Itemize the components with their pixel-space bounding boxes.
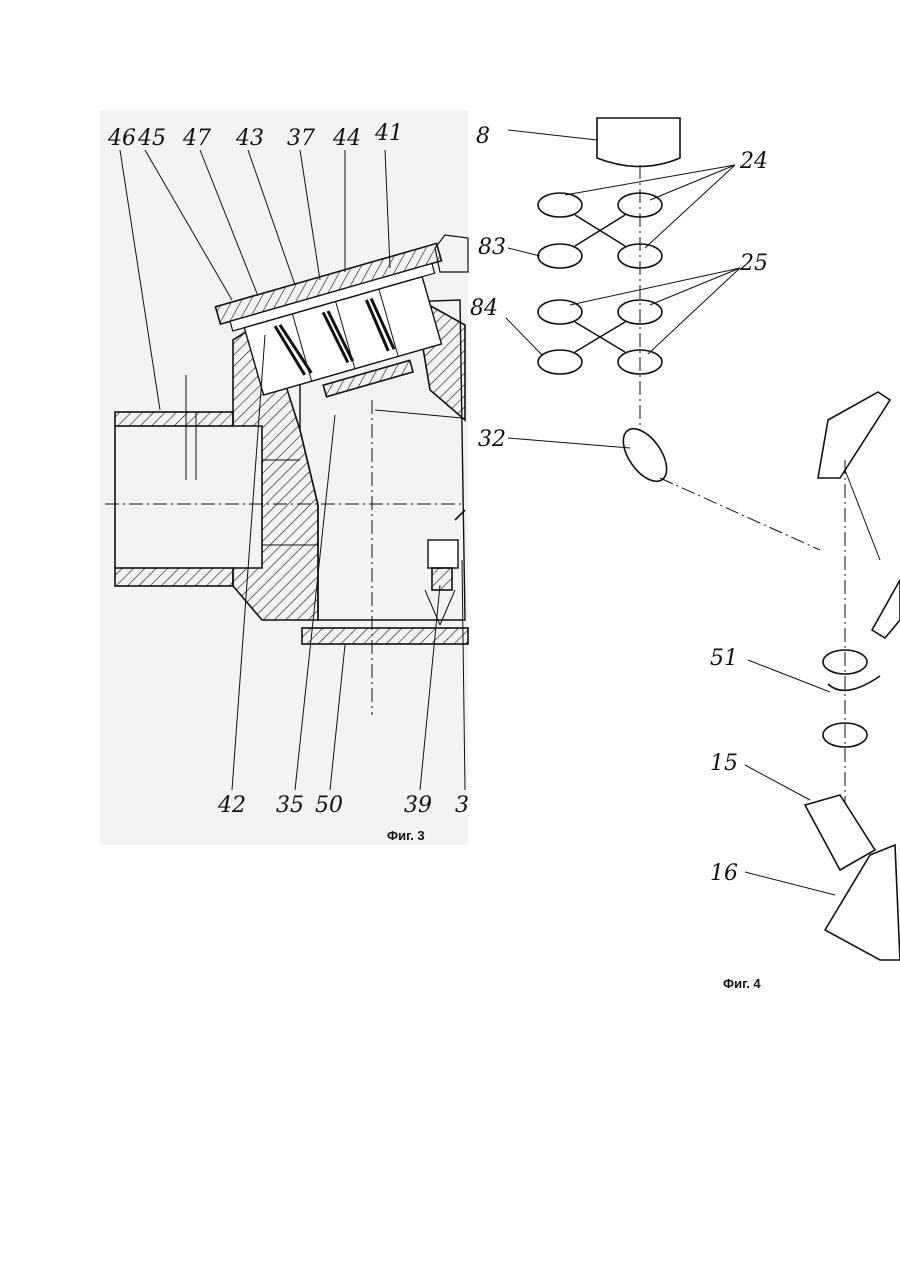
fig4-label-24: 24 xyxy=(739,149,768,174)
fig4-tilted-lens xyxy=(615,421,676,489)
fig4-lens-51 xyxy=(748,650,880,747)
fig4-label-25: 25 xyxy=(739,251,768,276)
fig4-deflected-axis xyxy=(660,478,820,550)
fig3-label-45: 45 xyxy=(137,126,166,151)
fig3-label-42: 42 xyxy=(217,793,246,818)
fig4-lens-group-25 xyxy=(538,300,662,374)
fig4-label-84: 84 xyxy=(470,296,498,321)
fig4-label-16: 16 xyxy=(710,861,738,886)
fig4-label-51: 51 xyxy=(710,646,738,671)
fig4-caption: Фиг. 4 xyxy=(723,976,761,991)
fig3-label-41: 41 xyxy=(374,121,403,146)
fig4-label-83: 83 xyxy=(478,235,506,260)
fig3-bottom-plate xyxy=(302,628,468,644)
fig3-label-37: 37 xyxy=(287,126,315,151)
fig4-objective xyxy=(508,118,680,167)
figure-4: 8 24 83 25 84 32 51 15 16 Фиг. 4 xyxy=(470,118,900,991)
fig4-label-15: 15 xyxy=(710,751,738,776)
fig3-label-47: 47 xyxy=(182,126,211,151)
fig4-label-8: 8 xyxy=(476,124,490,149)
fig3-label-3: 3 xyxy=(455,793,469,818)
fig4-lens-group-24 xyxy=(538,193,662,268)
fig4-mirrors xyxy=(818,392,900,830)
fig3-caption: Фиг. 3 xyxy=(387,828,425,843)
fig3-label-44: 44 xyxy=(332,126,361,151)
fig4-prisms xyxy=(745,765,900,960)
fig3-label-35: 35 xyxy=(276,793,304,818)
fig3-label-46: 46 xyxy=(107,126,136,151)
fig4-label-32: 32 xyxy=(478,427,506,452)
fig3-label-39: 39 xyxy=(404,793,432,818)
fig3-label-50: 50 xyxy=(315,793,343,818)
figure-3: 46 45 47 43 37 44 41 42 35 50 39 3 Фиг. … xyxy=(100,110,469,845)
fig3-label-43: 43 xyxy=(235,126,264,151)
